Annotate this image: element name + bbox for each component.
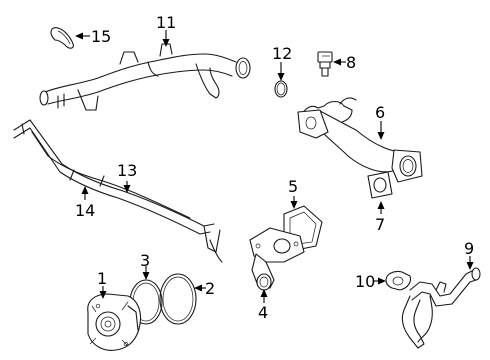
leader-3	[142, 266, 150, 280]
leader-5	[290, 196, 298, 209]
leader-7	[377, 201, 385, 214]
callout-14: 14	[75, 201, 95, 220]
callout-1: 1	[97, 269, 107, 288]
lower-coolant-pipe-part	[13, 119, 223, 263]
o-ring-large-part	[159, 273, 197, 325]
leader-1	[99, 286, 107, 299]
leader-13	[123, 181, 131, 193]
leader-2	[194, 284, 206, 292]
leader-9	[466, 256, 474, 270]
callout-9: 9	[464, 239, 474, 258]
callout-6: 6	[375, 103, 385, 122]
callout-2: 2	[205, 279, 215, 298]
callout-12: 12	[272, 44, 292, 63]
upper-coolant-pipe-part	[39, 43, 251, 111]
callout-8: 8	[346, 53, 356, 72]
leader-8	[333, 58, 346, 66]
leader-11	[162, 30, 170, 47]
callout-5: 5	[288, 177, 298, 196]
callout-3: 3	[140, 251, 150, 270]
callout-15: 15	[91, 27, 111, 46]
water-pump-part	[87, 293, 142, 351]
outlet-gasket-part	[367, 171, 393, 199]
callout-13: 13	[117, 161, 137, 180]
leader-4	[260, 289, 268, 303]
water-outlet-pipe-part	[297, 97, 423, 183]
callout-7: 7	[375, 215, 385, 234]
leader-12	[277, 62, 285, 81]
leader-10	[374, 277, 386, 285]
hose-clip-part	[50, 27, 74, 49]
heater-pipe-part	[31, 131, 191, 219]
leader-6	[377, 121, 385, 140]
thermostat-housing-part	[249, 227, 305, 291]
callout-4: 4	[258, 303, 268, 322]
leader-15	[75, 32, 90, 40]
callout-10: 10	[355, 272, 375, 291]
bypass-pipe-part	[401, 267, 481, 349]
temperature-sensor-part	[317, 51, 333, 77]
bypass-gasket-part	[385, 270, 412, 291]
sensor-o-ring-part	[274, 80, 288, 98]
callout-11: 11	[156, 13, 176, 32]
leader-14	[81, 186, 89, 200]
